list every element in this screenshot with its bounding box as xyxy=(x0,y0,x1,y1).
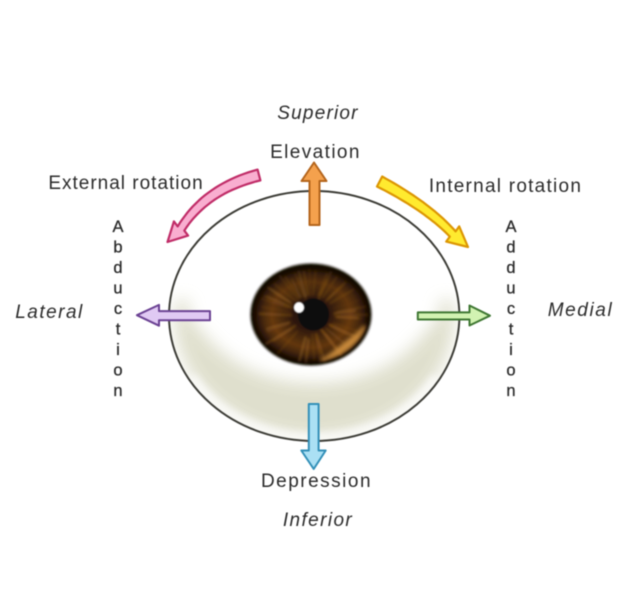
svg-text:u: u xyxy=(113,280,122,298)
svg-text:A: A xyxy=(112,218,123,236)
svg-text:Superior: Superior xyxy=(277,103,358,124)
svg-text:d: d xyxy=(113,259,122,277)
svg-text:External rotation: External rotation xyxy=(48,173,203,194)
svg-text:Depression: Depression xyxy=(261,471,372,492)
svg-text:Elevation: Elevation xyxy=(270,142,361,163)
svg-text:Lateral: Lateral xyxy=(15,302,84,323)
svg-text:Medial: Medial xyxy=(548,300,614,321)
svg-text:i: i xyxy=(509,341,513,359)
svg-text:t: t xyxy=(509,321,514,339)
svg-text:n: n xyxy=(113,382,122,400)
svg-text:b: b xyxy=(113,239,122,257)
svg-text:A: A xyxy=(505,218,516,236)
svg-text:o: o xyxy=(113,362,122,380)
svg-text:t: t xyxy=(116,321,121,339)
svg-text:c: c xyxy=(507,300,515,318)
svg-text:u: u xyxy=(506,280,515,298)
svg-text:o: o xyxy=(506,362,515,380)
svg-text:c: c xyxy=(114,300,122,318)
svg-text:Internal rotation: Internal rotation xyxy=(429,176,582,197)
svg-text:Inferior: Inferior xyxy=(283,510,353,531)
svg-text:n: n xyxy=(506,382,515,400)
svg-text:i: i xyxy=(116,341,120,359)
svg-text:d: d xyxy=(506,239,515,257)
svg-text:d: d xyxy=(506,259,515,277)
